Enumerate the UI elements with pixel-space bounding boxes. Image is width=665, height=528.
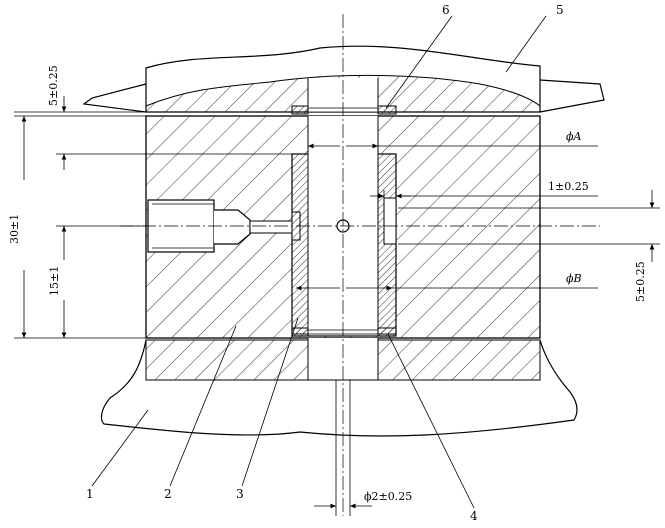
part-number-6: 6 <box>442 3 450 17</box>
upper-body-part-5 <box>82 45 605 113</box>
dim-phi-b: ϕB <box>566 272 582 285</box>
labels: 5±0.25 30±1 15±1 ϕA ϕB 1±0.25 5±0.25 ϕ2±… <box>8 3 647 523</box>
dim-top-offset: 5±0.25 <box>47 65 60 106</box>
part-number-1: 1 <box>86 487 94 501</box>
part-number-3: 3 <box>236 487 244 501</box>
dim-slot-width: 1±0.25 <box>548 180 589 193</box>
dim-phi-a: ϕA <box>566 130 581 143</box>
part-number-4: 4 <box>470 509 478 523</box>
leader-lines <box>91 15 547 509</box>
dim-hole-diameter: ϕ2±0.25 <box>364 490 412 503</box>
dimension-lines <box>14 96 660 509</box>
dim-total-height: 30±1 <box>8 214 21 244</box>
center-lines <box>120 14 600 516</box>
part-number-5: 5 <box>556 3 564 17</box>
dim-mid-height: 15±1 <box>48 266 61 296</box>
lower-body-part-1 <box>100 338 578 437</box>
dim-slot-offset: 5±0.25 <box>634 261 647 302</box>
part-number-2: 2 <box>164 487 172 501</box>
